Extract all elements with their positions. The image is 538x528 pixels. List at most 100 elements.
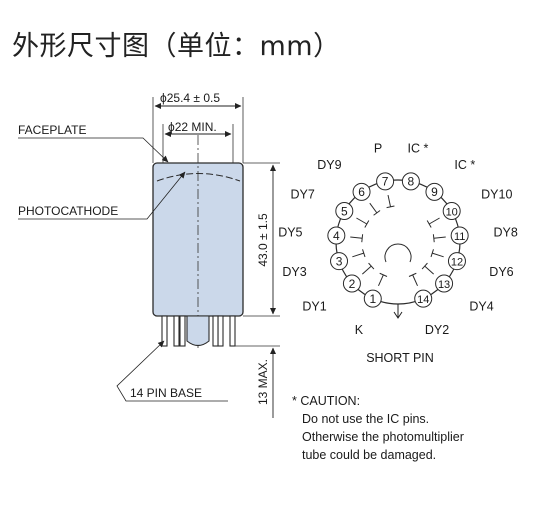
dynode-mark — [433, 236, 446, 239]
pin-circle — [435, 274, 454, 293]
pin-number: 11 — [454, 231, 465, 243]
pin-number: 7 — [382, 175, 389, 189]
inner-diameter-label: ϕ22 MIN. — [168, 120, 217, 134]
dynode-mark — [379, 272, 388, 277]
pin-number: 6 — [358, 185, 365, 199]
caution-line: Do not use the IC pins. — [302, 412, 429, 426]
base-pins — [161, 315, 236, 347]
pin-name: P — [374, 142, 382, 156]
pin-circle — [376, 172, 395, 191]
caution-title: * CAUTION: — [292, 394, 360, 408]
dynode-mark — [432, 252, 444, 258]
pin-name: DY7 — [291, 188, 315, 202]
faceplate-label: FACEPLATE — [18, 123, 86, 137]
base-pin — [173, 315, 180, 347]
base-pin — [161, 315, 168, 347]
pin-number: 1 — [369, 292, 376, 306]
dynode-mark — [432, 234, 435, 243]
pin-number: 13 — [438, 279, 450, 291]
photocathode-label: PHOTOCATHODE — [18, 204, 118, 218]
outer-diameter-label: ϕ25.4 ± 0.5 — [160, 91, 220, 105]
base-pin — [229, 315, 236, 347]
base-pin — [212, 315, 219, 347]
dynode-mark — [352, 252, 364, 258]
pin-7: 7P — [374, 142, 395, 191]
pin-name: DY9 — [317, 158, 341, 172]
pin-name: DY5 — [278, 225, 302, 239]
pin-10: 10 DY10 — [442, 188, 512, 220]
dynode-mark — [426, 220, 432, 228]
pin-circle — [342, 274, 361, 293]
dynode-mark — [428, 217, 440, 225]
dynode-mark — [386, 205, 395, 209]
dynode-mark — [350, 236, 363, 239]
pin-circle — [335, 202, 354, 220]
dynode-mark — [361, 265, 372, 275]
pin-5: 5 DY7 — [291, 188, 354, 220]
dynode-mark — [408, 272, 417, 277]
pin-6: 6 DY9 — [317, 158, 371, 201]
pin-number: 9 — [431, 185, 438, 199]
pin-number: 14 — [417, 294, 429, 306]
caution-note: * CAUTION: Do not use the IC pins. Other… — [292, 394, 464, 462]
pin-number: 3 — [336, 254, 343, 268]
dynode-mark — [378, 274, 384, 287]
short-pin-label: SHORT PIN — [366, 351, 434, 365]
pin-9: 9 IC * — [425, 158, 475, 201]
dynode-mark — [364, 220, 370, 228]
pin-name: DY6 — [489, 265, 513, 279]
dynode-mark — [368, 262, 375, 270]
page-title: 外形尺寸图（单位：mm） — [12, 31, 341, 62]
pin-base-leader — [116, 340, 228, 402]
dynode-mark — [430, 249, 434, 258]
pin-circle — [352, 182, 371, 201]
dynode-mark — [421, 262, 428, 270]
dynode-mark — [412, 274, 418, 287]
base-center-key — [384, 243, 412, 263]
pin-name: DY10 — [481, 188, 512, 202]
pin-circle — [425, 182, 444, 201]
pin-circle — [447, 252, 466, 271]
dynode-mark — [387, 194, 392, 207]
base-pin — [179, 315, 186, 347]
tube-side-view: ϕ25.4 ± 0.5 ϕ22 MIN. 43.0 ± 1.5 13 MAX. … — [18, 91, 280, 418]
pin-8: 8 IC * — [401, 142, 429, 191]
pin-name: IC * — [408, 142, 429, 156]
pin-circle — [330, 252, 349, 271]
caution-line: Otherwise the photomultiplier — [302, 430, 464, 444]
dynode-connection-marks — [350, 194, 446, 287]
dynode-mark — [362, 249, 366, 258]
pin-number: 2 — [349, 277, 356, 291]
pin-number: 4 — [333, 229, 340, 243]
dynode-mark — [424, 265, 435, 275]
pin-number: 5 — [341, 204, 348, 218]
pin-4: 4 DY5 — [278, 225, 346, 245]
pin-circle — [327, 226, 346, 245]
pin-1: 1K — [355, 289, 382, 337]
pin-number: 12 — [451, 256, 463, 268]
pin-name: DY1 — [302, 300, 326, 314]
faceplate-leader — [18, 137, 169, 163]
caution-line: tube could be damaged. — [302, 448, 436, 462]
base-key — [186, 315, 210, 347]
pin-circle — [363, 289, 382, 308]
pin-circle — [450, 226, 469, 245]
pin-name: DY8 — [493, 225, 517, 239]
pin-circle — [414, 289, 433, 308]
pin-length-label: 13 MAX. — [256, 359, 270, 405]
pin-number: 8 — [408, 175, 415, 189]
photocathode-leader — [18, 171, 186, 220]
dynode-mark — [369, 202, 378, 214]
pin-circle — [401, 172, 420, 191]
pin-name: K — [355, 323, 364, 337]
dynode-mark — [373, 210, 381, 216]
pin-number: 10 — [446, 206, 458, 218]
dynode-mark — [356, 217, 368, 225]
pin-name: IC * — [454, 158, 475, 172]
length-label: 43.0 ± 1.5 — [256, 213, 270, 267]
pin-circle — [442, 202, 461, 220]
